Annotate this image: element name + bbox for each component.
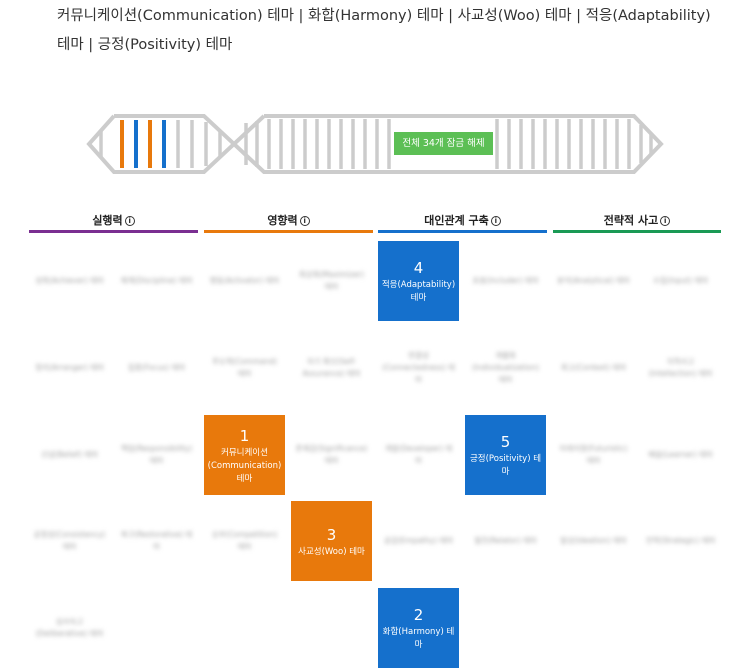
theme-rank: 4 (413, 259, 424, 277)
theme-tile-positivity[interactable]: 5 긍정(Positivity) 테마 (465, 415, 546, 495)
locked-theme-cell: 배움(Learner) 테마 (648, 450, 713, 459)
locked-theme-cell: 분석(Analytical) 테마 (557, 276, 630, 285)
theme-tile-adaptability[interactable]: 4 적응(Adaptability) 테마 (378, 241, 459, 321)
theme-rank: 2 (413, 606, 424, 624)
info-icon[interactable]: i (490, 216, 501, 226)
theme-tile-harmony[interactable]: 2 화합(Harmony) 테마 (378, 588, 459, 668)
theme-label: 적응(Adaptability) 테마 (381, 280, 456, 303)
theme-label: 화합(Harmony) 테마 (382, 627, 455, 650)
locked-theme-cell: 자기 확신(Self-Assurance) 테마 (302, 357, 361, 378)
locked-theme-cell: 주도력(Command) 테마 (211, 357, 278, 378)
locked-theme-cell: 성취(Achiever) 테마 (35, 276, 104, 285)
locked-theme-cell: 공정성(Consistency) 테마 (33, 530, 106, 551)
locked-theme-cell: 집중(Focus) 테마 (127, 363, 186, 372)
info-icon[interactable]: i (124, 216, 135, 226)
column-bar-strategic-thinking (553, 230, 721, 233)
locked-theme-cell: 책임(Responsibility) 테마 (120, 444, 193, 465)
theme-rank: 3 (326, 525, 337, 544)
theme-label: 커뮤니케이션(Communication) 테마 (207, 447, 282, 484)
theme-label: 긍정(Positivity) 테마 (469, 454, 542, 477)
locked-theme-cell: 포용(Includer) 테마 (472, 276, 539, 285)
locked-theme-cell: 정리(Arranger) 테마 (35, 363, 104, 372)
column-bar-influencing (204, 230, 373, 233)
unlock-all-button[interactable]: 전체 34개 잠금 해제 (394, 132, 493, 155)
locked-theme-cell: 승부(Competition) 테마 (211, 530, 278, 551)
locked-theme-cell: 행동(Activator) 테마 (209, 276, 280, 285)
column-bar-executing (29, 230, 198, 233)
locked-theme-cell: 회고(Context) 테마 (560, 363, 627, 372)
locked-theme-cell: 개발(Developer) 테마 (384, 444, 453, 465)
locked-theme-cell: 절친(Relator) 테마 (474, 536, 537, 545)
locked-theme-cell: 존재감(Significance) 테마 (295, 444, 368, 465)
locked-theme-cell: 최상화(Maximizer) 테마 (298, 270, 365, 291)
locked-theme-cell: 연결성(Connectedness) 테마 (382, 351, 455, 384)
theme-label: 사교성(Woo) 테마 (298, 546, 365, 557)
locked-theme-cell: 수집(Input) 테마 (652, 276, 709, 285)
dna-strand-graphic (86, 114, 664, 174)
locked-theme-cell: 체계(Discipline) 테마 (120, 276, 193, 285)
locked-theme-cell: 복구(Restorative) 테마 (120, 530, 193, 551)
locked-theme-cell: 지적사고(Intellection) 테마 (648, 357, 713, 378)
locked-theme-cell: 공감(Empathy) 테마 (383, 536, 454, 545)
locked-theme-cell: 심사숙고(Deliberative) 테마 (35, 617, 104, 638)
selected-themes-header: 커뮤니케이션(Communication) 테마 | 화합(Harmony) 테… (57, 8, 711, 53)
info-icon[interactable]: i (299, 216, 310, 226)
info-icon[interactable]: i (660, 216, 671, 226)
locked-theme-cell: 개별화(Individualization) 테마 (471, 351, 540, 384)
locked-theme-cell: 미래지향(Futuristic) 테마 (559, 444, 628, 465)
locked-theme-cell: 전략(Strategic) 테마 (645, 536, 716, 545)
locked-theme-cell: 발상(Ideation) 테마 (560, 536, 627, 545)
theme-rank: 5 (500, 433, 511, 451)
theme-tile-woo[interactable]: 3 사교성(Woo) 테마 (291, 501, 372, 581)
locked-theme-cell: 신념(Belief) 테마 (40, 450, 99, 459)
column-bar-relationship-building (378, 230, 547, 233)
theme-tile-communication[interactable]: 1 커뮤니케이션(Communication) 테마 (204, 415, 285, 495)
theme-rank: 1 (239, 426, 250, 445)
